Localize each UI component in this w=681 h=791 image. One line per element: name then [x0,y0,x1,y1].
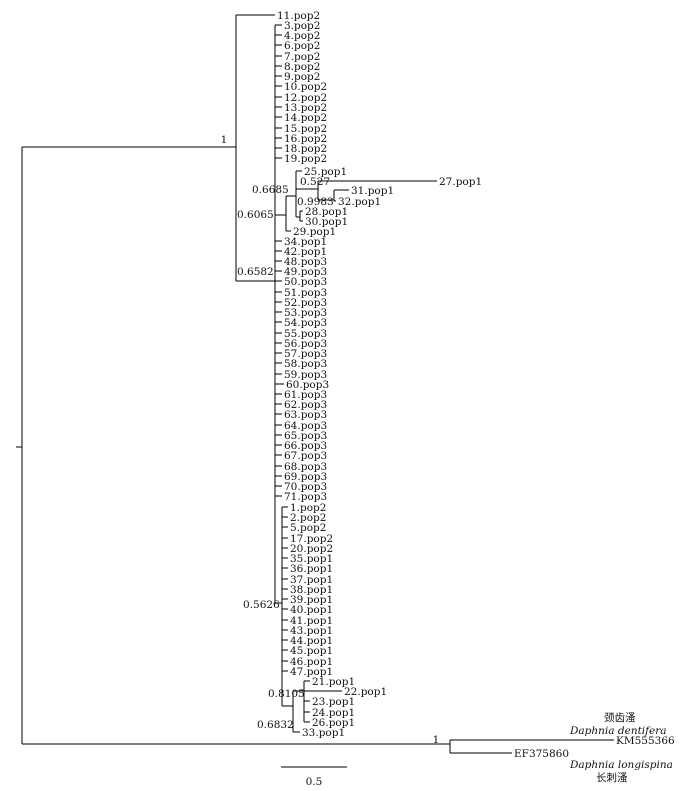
leaf-label: 56.pop3 [284,338,327,350]
outgroup-accession-2: EF375860 [514,748,569,760]
leaf-label: 43.pop1 [290,625,333,637]
support-value: 1 [433,734,440,746]
leaf-label: 28.pop1 [305,206,348,218]
leaf-label: 44.pop1 [290,635,333,647]
leaf-label: 2.pop2 [290,512,326,524]
leaf-label: 64.pop3 [284,420,327,432]
leaf-label: 34.pop1 [284,236,327,248]
outgroup-species-1-chinese: 颈齿溞 [604,712,636,724]
outgroup-species-1-latin: Daphnia dentifera [569,725,667,737]
leaf-label: 25.pop1 [304,166,347,178]
support-value: 0.8105 [268,688,305,700]
leaf-label: 18.pop2 [284,143,327,155]
leaf-label: 53.pop3 [284,307,327,319]
support-value: 0.9983 [297,196,334,208]
outgroup-species-2-chinese: 长刺溞 [596,772,628,784]
leaf-label: 13.pop2 [284,102,327,114]
leaf-label: 57.pop3 [284,348,327,360]
support-value: 0.6065 [237,209,274,221]
leaf-label: 14.pop2 [284,112,327,124]
leaf-label: 30.pop1 [305,216,348,228]
leaf-label: 17.pop2 [290,533,333,545]
leaf-label: 46.pop1 [290,656,333,668]
scale-bar-label: 0.5 [306,776,323,788]
leaf-label: 8.pop2 [284,61,320,73]
leaf-label: 26.pop1 [312,717,355,729]
support-value: 0.5626 [243,599,280,611]
leaf-label: 71.pop3 [284,491,327,503]
leaf-label: 15.pop2 [284,123,327,135]
leaf-label: 21.pop1 [312,676,355,688]
leaf-label: 40.pop1 [290,604,333,616]
leaf-label: 5.pop2 [290,522,326,534]
leaf-label: 49.pop3 [284,266,327,278]
leaf-label: 51.pop3 [284,287,327,299]
leaf-label: 7.pop2 [284,51,320,63]
leaf-label: 60.pop3 [286,379,329,391]
leaf-label: 35.pop1 [290,553,333,565]
leaf-label: 38.pop1 [290,584,333,596]
leaf-label: 32.pop1 [338,196,381,208]
leaf-label: 36.pop1 [290,563,333,575]
leaf-labels: 11.pop23.pop24.pop26.pop27.pop28.pop29.p… [275,10,482,739]
leaf-label: 22.pop1 [344,686,387,698]
leaf-label: 10.pop2 [284,81,327,93]
leaf-label: 67.pop3 [284,450,327,462]
leaf-label: 70.pop3 [284,481,327,493]
leaf-label: 39.pop1 [290,594,333,606]
leaf-label: 1.pop2 [290,502,326,514]
leaf-label: 63.pop3 [284,409,327,421]
leaf-label: 11.pop2 [277,10,320,22]
leaf-label: 27.pop1 [439,176,482,188]
leaf-label: 12.pop2 [284,92,327,104]
support-value: 0.6582 [237,266,274,278]
leaf-label: 4.pop2 [284,30,320,42]
leaf-label: 23.pop1 [312,696,355,708]
leaf-label: 65.pop3 [284,430,327,442]
leaf-label: 68.pop3 [284,461,327,473]
leaf-label: 9.pop2 [284,71,320,83]
leaf-label: 20.pop2 [290,543,333,555]
leaf-label: 62.pop3 [284,399,327,411]
leaf-label: 6.pop2 [284,40,320,52]
support-value: 0.527 [300,176,330,188]
leaf-label: 58.pop3 [284,358,327,370]
leaf-label: 45.pop1 [290,645,333,657]
leaf-label: 24.pop1 [312,707,355,719]
leaf-label: 52.pop3 [284,297,327,309]
leaf-label: 16.pop2 [284,133,327,145]
leaf-label: 33.pop1 [302,727,345,739]
leaf-label: 19.pop2 [284,153,327,165]
outgroup-species-2-latin: Daphnia longispina [569,759,673,771]
leaf-label: 47.pop1 [290,666,333,678]
leaf-label: 3.pop2 [284,20,320,32]
leaf-label: 54.pop3 [284,317,327,329]
leaf-label: 29.pop1 [293,226,336,238]
leaf-label: 48.pop3 [284,256,327,268]
support-value: 0.6685 [252,184,289,196]
leaf-label: 66.pop3 [284,440,327,452]
leaf-label: 55.pop3 [284,328,327,340]
leaf-label: 59.pop3 [284,369,327,381]
leaf-label: 69.pop3 [284,471,327,483]
leaf-label: 50.pop3 [284,276,327,288]
leaf-label: 41.pop1 [290,615,333,627]
support-value: 0.6832 [257,719,294,731]
leaf-label: 42.pop1 [284,246,327,258]
leaf-label: 37.pop1 [290,574,333,586]
support-value: 1 [221,134,228,146]
outgroup-accession-1: KM555366 [616,735,675,747]
leaf-label: 61.pop3 [284,389,327,401]
leaf-label: 31.pop1 [351,185,394,197]
